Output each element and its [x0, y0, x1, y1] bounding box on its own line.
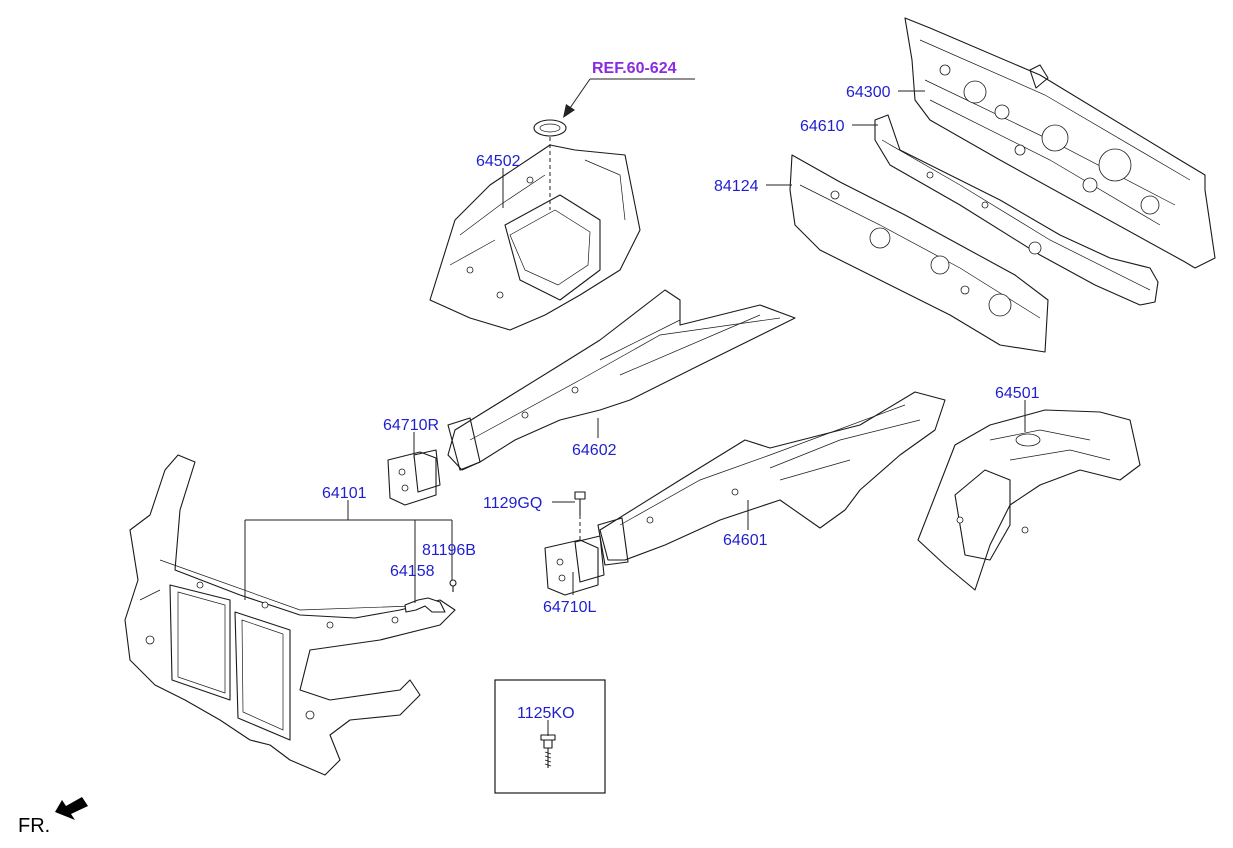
- leader-lines: [244, 78, 1026, 736]
- side-member-64602[interactable]: [447, 289, 796, 471]
- wheel-house-64502[interactable]: [429, 144, 641, 331]
- part-label-64300[interactable]: 64300: [846, 84, 891, 101]
- part-label-64710R[interactable]: 64710R: [383, 417, 439, 434]
- insulator-84124[interactable]: [789, 154, 1049, 353]
- part-label-64602[interactable]: 64602: [572, 442, 617, 459]
- clip-81196B[interactable]: [449, 579, 457, 592]
- inset-box-1125KO: [494, 679, 606, 794]
- part-label-81196B[interactable]: 81196B: [422, 542, 476, 559]
- side-member-64601[interactable]: [597, 391, 946, 566]
- front-arrow-icon: [55, 797, 88, 820]
- bracket-64710R[interactable]: [387, 449, 441, 506]
- ref-label[interactable]: REF.60-624: [592, 60, 677, 77]
- part-label-64610[interactable]: 64610: [800, 118, 845, 135]
- part-label-64501[interactable]: 64501: [995, 385, 1040, 402]
- bolt-1129GQ[interactable]: [574, 491, 586, 515]
- front-panel-64101[interactable]: [124, 454, 456, 776]
- front-direction-label: FR.: [18, 815, 50, 837]
- gasket-ref: [533, 119, 567, 137]
- part-label-64601[interactable]: 64601: [723, 532, 768, 549]
- part-label-1125KO[interactable]: 1125KO: [517, 705, 575, 722]
- dash-panel-64300[interactable]: [904, 17, 1216, 269]
- part-label-84124[interactable]: 84124: [714, 178, 759, 195]
- part-label-64101[interactable]: 64101: [322, 485, 367, 502]
- bracket-64710L[interactable]: [544, 535, 605, 596]
- part-label-64710L[interactable]: 64710L: [543, 599, 596, 616]
- part-label-64502[interactable]: 64502: [476, 153, 521, 170]
- wheel-house-64501[interactable]: [917, 409, 1141, 591]
- cowl-member-64610[interactable]: [874, 114, 1159, 306]
- part-label-64158[interactable]: 64158: [390, 563, 435, 580]
- part-label-1129GQ[interactable]: 1129GQ: [483, 495, 542, 512]
